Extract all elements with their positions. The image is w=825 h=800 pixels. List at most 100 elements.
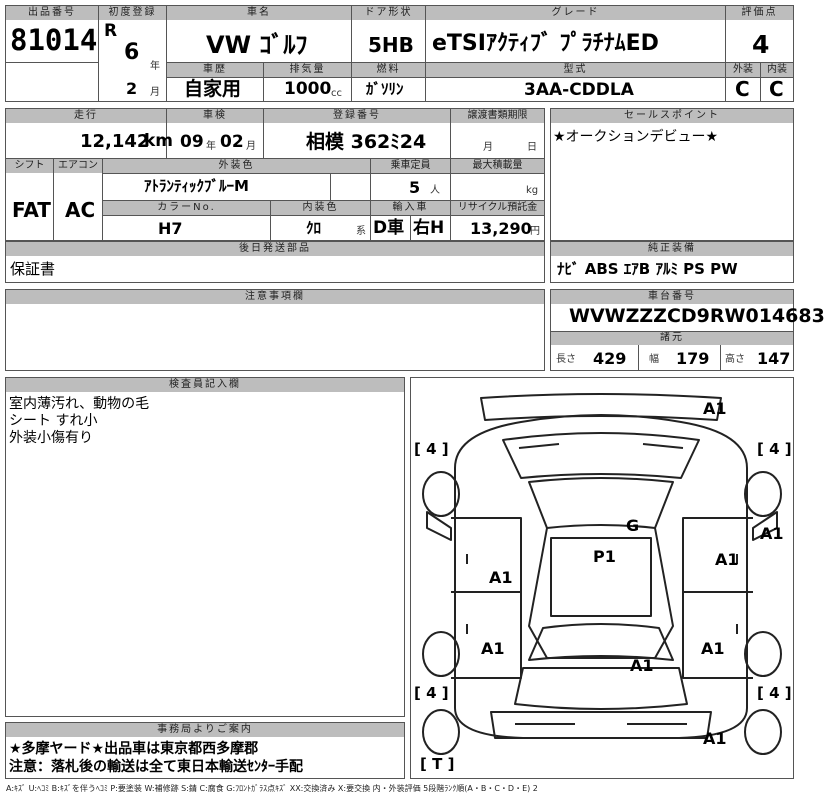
- office-header: 事務局よりご案内: [6, 723, 404, 737]
- color-no-header: カラーNo.: [103, 201, 270, 215]
- divider: [270, 200, 271, 241]
- recycle-fee: 13,290: [470, 219, 532, 238]
- divider: [263, 108, 264, 158]
- capacity-header: 乗車定員: [371, 159, 450, 173]
- reg-month-unit: 月: [150, 87, 160, 98]
- max-load-header: 最大積載量: [451, 159, 544, 173]
- width: 179: [676, 349, 710, 368]
- sales-point-header: セールスポイント: [551, 109, 793, 123]
- notes-header: 注意事項欄: [6, 290, 544, 304]
- max-load-unit: kg: [526, 185, 539, 196]
- divider: [760, 62, 761, 102]
- transfer-month-unit: 月: [483, 142, 493, 153]
- reg-year: 6: [124, 40, 140, 65]
- import-header: 輸入車: [371, 201, 450, 215]
- shift-header: シフト: [6, 159, 53, 173]
- equipment-header: 純正装備: [551, 242, 793, 256]
- model-code: 3AA-CDDLA: [524, 80, 634, 100]
- divider: [410, 215, 411, 241]
- divider: [53, 158, 54, 241]
- divider: [450, 158, 451, 241]
- color-no: H7: [158, 219, 183, 238]
- mark-rear-bumper: A1: [703, 729, 727, 748]
- divider: [425, 5, 426, 102]
- inspection-year-unit: 年: [206, 141, 216, 152]
- divider: [725, 5, 726, 102]
- int-color-header: 内装色: [271, 201, 370, 215]
- divider: [98, 5, 99, 102]
- inspector-note: 外装小傷有り: [9, 430, 93, 446]
- recycle-unit: 円: [530, 226, 540, 237]
- ext-color: ｱﾄﾗﾝﾃｨｯｸﾌﾞﾙｰM: [144, 177, 249, 195]
- divider: [550, 331, 794, 332]
- lot-number: 81014: [10, 23, 98, 57]
- tire-type: [ T ]: [420, 755, 455, 773]
- divider: [102, 158, 103, 241]
- import-type: D車: [373, 218, 405, 238]
- shift: FAT: [12, 198, 51, 222]
- history-header: 車歴: [167, 63, 263, 77]
- ext-color-header: 外装色: [103, 159, 370, 173]
- make-model-header: 車名: [167, 6, 351, 20]
- office-note: ★多摩ヤード★出品車は東京都西多摩郡: [9, 741, 259, 757]
- sales-point-block: [550, 108, 794, 241]
- door-header: ドア形状: [352, 6, 425, 20]
- height: 147: [757, 349, 791, 368]
- divider: [102, 200, 545, 201]
- car-history: 自家用: [184, 78, 242, 100]
- later-parts-header: 後日発送部品: [6, 242, 544, 256]
- divider: [330, 173, 331, 200]
- mark-hood: G: [626, 516, 640, 535]
- office-note: 注意：落札後の輸送は全て東日本輸送ｾﾝﾀｰ手配: [9, 759, 303, 775]
- equipment: ﾅﾋﾞ ABS ｴｱB ｱﾙﾐ PS PW: [557, 260, 738, 278]
- divider: [638, 345, 639, 371]
- specs-header: 諸元: [551, 331, 793, 345]
- divider: [166, 77, 794, 78]
- first-reg-header: 初度登録: [99, 6, 166, 20]
- top-info-block: [5, 5, 794, 102]
- plate-header: 登録番号: [264, 109, 450, 123]
- int-color-unit: 系: [356, 226, 366, 237]
- mark-roof: P1: [593, 547, 616, 566]
- aircon-header: エアコン: [54, 159, 102, 173]
- divider: [263, 62, 264, 102]
- exterior-header: 外装: [726, 63, 760, 77]
- divider: [720, 345, 721, 371]
- reg-month: 2: [126, 79, 138, 98]
- mileage: 12,142: [80, 131, 150, 152]
- transfer-deadline-header: 譲渡書類期限: [451, 109, 544, 123]
- car-diagram: [422, 393, 782, 755]
- mileage-unit: km: [144, 131, 174, 151]
- inspection-month: 02: [220, 132, 244, 152]
- displacement-header: 排気量: [264, 63, 351, 77]
- capacity: 5: [409, 178, 421, 197]
- grade-header: グレード: [426, 6, 725, 20]
- plate-number: 相模 362ﾐ24: [306, 131, 427, 153]
- mark-trunk: A1: [630, 656, 654, 675]
- divider: [166, 62, 794, 63]
- inspector-block: [5, 377, 405, 717]
- tire-front-left: [ 4 ]: [414, 440, 449, 458]
- reg-era: R: [104, 21, 118, 41]
- vin-header: 車台番号: [551, 290, 793, 304]
- divider: [166, 5, 167, 102]
- recycle-header: リサイクル預託金: [451, 201, 544, 215]
- vehicle-details-block: [5, 108, 545, 241]
- damage-legend: A:ｷｽﾞ U:ﾍｺﾐ B:ｷｽﾞを伴うﾍｺﾐ P:要塗装 W:補修跡 S:錆 …: [6, 784, 538, 793]
- divider: [102, 173, 545, 174]
- transfer-day-unit: 日: [527, 142, 537, 153]
- later-parts: 保証書: [10, 260, 56, 278]
- height-label: 高さ: [725, 354, 745, 365]
- mark-front-bumper: A1: [703, 399, 727, 418]
- divider: [102, 215, 545, 216]
- score: 4: [752, 30, 770, 59]
- divider: [450, 108, 451, 158]
- fuel-header: 燃料: [352, 63, 425, 77]
- mark-left-front-door: A1: [489, 568, 513, 587]
- aircon: AC: [65, 198, 96, 222]
- model-code-header: 型式: [426, 63, 725, 77]
- mark-right-rear-fender: A1: [701, 639, 725, 658]
- steering-side: 右H: [413, 218, 445, 238]
- tire-front-right: [ 4 ]: [757, 440, 792, 458]
- mark-right-front-fender: A1: [760, 524, 784, 543]
